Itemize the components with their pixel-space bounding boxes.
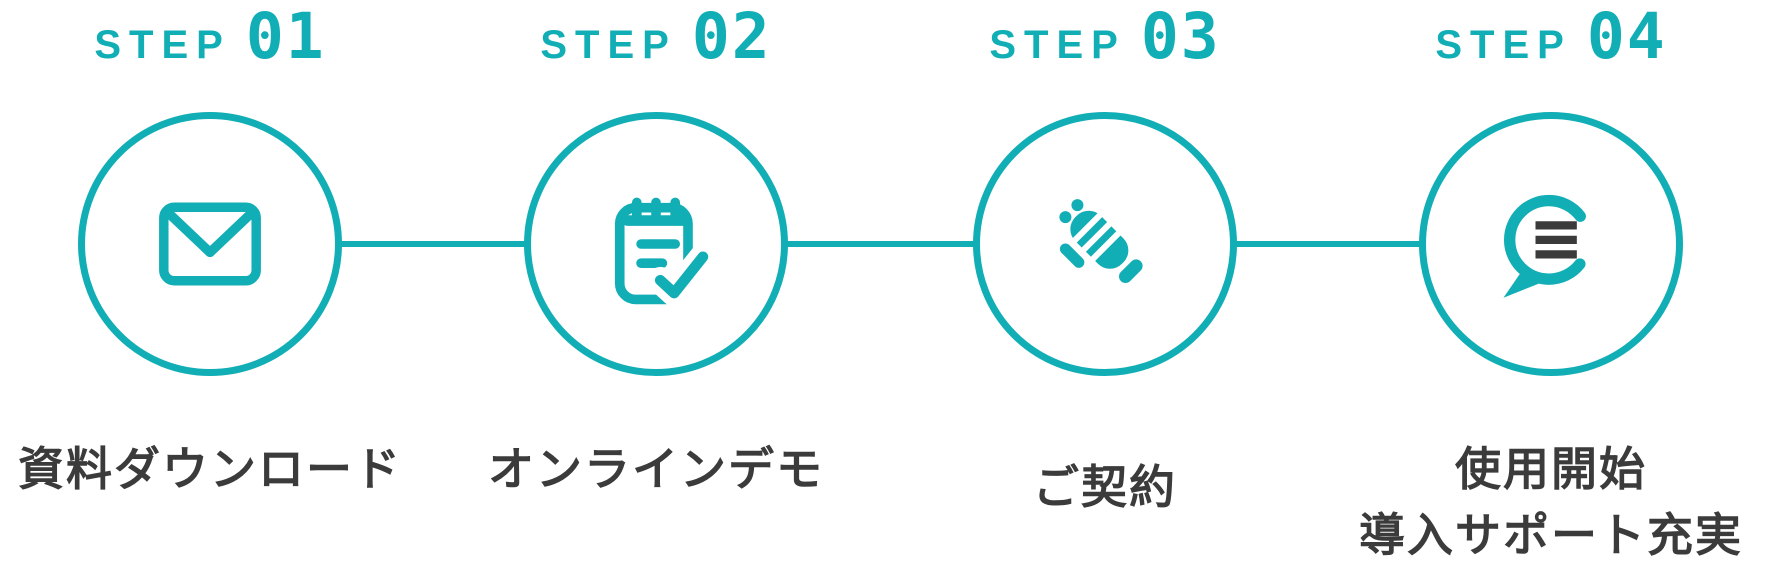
step-word: STEP (1435, 23, 1572, 67)
speech-bubble-icon (1503, 194, 1594, 298)
step-4-circle (1419, 112, 1683, 376)
step-1-circle (78, 112, 342, 376)
connector-line (786, 241, 977, 247)
step-2-header: STEP 02 (540, 0, 772, 74)
step-1: STEP 01 資料ダウンロード (18, 0, 400, 572)
step-number: 02 (691, 0, 772, 73)
step-2: STEP 02 オンラインデモ (488, 0, 822, 572)
step-number: 04 (1586, 0, 1667, 73)
step-number: 03 (1140, 0, 1221, 73)
step-3: STEP 03 ご契約 (973, 0, 1237, 572)
step-2-label: オンラインデモ (488, 436, 824, 502)
step-1-header: STEP 01 (94, 0, 326, 74)
step-3-header: STEP 03 (989, 0, 1221, 74)
handshake-icon (1056, 196, 1143, 284)
step-4-header: STEP 04 (1435, 0, 1667, 74)
label-line: 導入サポート充実 (1359, 509, 1743, 562)
step-3-circle (973, 112, 1237, 376)
clipboard-check-icon (614, 197, 717, 307)
step-4: STEP 04 使用開始 導入サポート充実 (1359, 0, 1741, 572)
step-2-circle (524, 112, 788, 376)
step-3-label: ご契約 (1033, 454, 1177, 520)
label-line: 資料ダウンロード (18, 443, 402, 495)
label-line: オンラインデモ (488, 443, 824, 495)
step-word: STEP (989, 23, 1126, 67)
step-word: STEP (94, 23, 231, 67)
connector-line (1235, 241, 1423, 247)
envelope-icon (159, 202, 261, 286)
label-line: 使用開始 (1455, 443, 1647, 495)
connector-line (340, 241, 528, 247)
step-number: 01 (245, 0, 326, 73)
step-1-label: 資料ダウンロード (18, 436, 402, 502)
label-line: ご契約 (1033, 461, 1177, 513)
step-word: STEP (540, 23, 677, 67)
step-4-label: 使用開始 導入サポート充実 (1359, 436, 1743, 568)
